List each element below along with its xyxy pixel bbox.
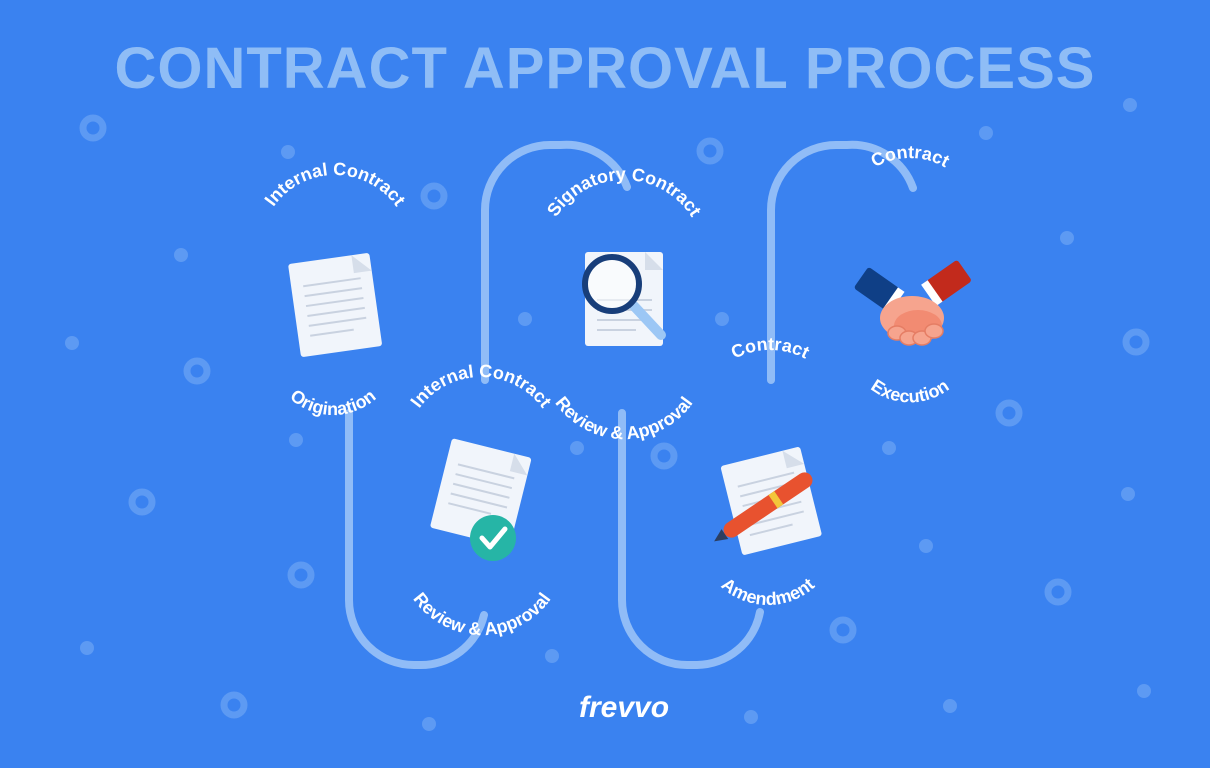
step-amendment: Contract: [714, 334, 822, 609]
svg-text:Amendment: Amendment: [718, 574, 818, 609]
step-1-top-label: Internal Contract: [261, 159, 410, 210]
document-check-icon: [430, 438, 532, 561]
step-5-bottom-label: Execution: [868, 375, 953, 406]
document-magnifier-icon: [582, 252, 666, 346]
step-5-top-label: Contract: [868, 142, 953, 171]
svg-text:Signatory Contract: Signatory Contract: [543, 164, 705, 220]
step-origination: Internal Contract Origination: [261, 159, 410, 419]
step-1-bottom-label: Origination: [287, 385, 380, 419]
handshake-icon: [854, 260, 971, 346]
frevvo-logo: frevvo: [579, 691, 669, 724]
page-title: CONTRACT APPROVAL PROCESS: [114, 36, 1095, 101]
step-internal-review: Internal Contract R: [406, 361, 555, 639]
document-pen-icon: [714, 447, 822, 555]
step-2-top-label: Internal Contract: [406, 361, 555, 411]
svg-text:Origination: Origination: [287, 385, 380, 419]
svg-text:Internal Contract: Internal Contract: [261, 159, 410, 210]
document-icon: [288, 253, 382, 357]
background-dots-solid: [65, 98, 1151, 731]
step-3-top-label: Signatory Contract: [543, 164, 705, 220]
background-dots: [79, 114, 1150, 719]
svg-text:Execution: Execution: [868, 375, 953, 406]
step-signatory-review: Signatory Contract Review & Approval: [543, 164, 705, 443]
svg-text:Internal Contract: Internal Contract: [406, 361, 555, 411]
svg-text:Contract: Contract: [868, 142, 953, 171]
step-4-bottom-label: Amendment: [718, 574, 818, 609]
process-path: [345, 140, 917, 670]
